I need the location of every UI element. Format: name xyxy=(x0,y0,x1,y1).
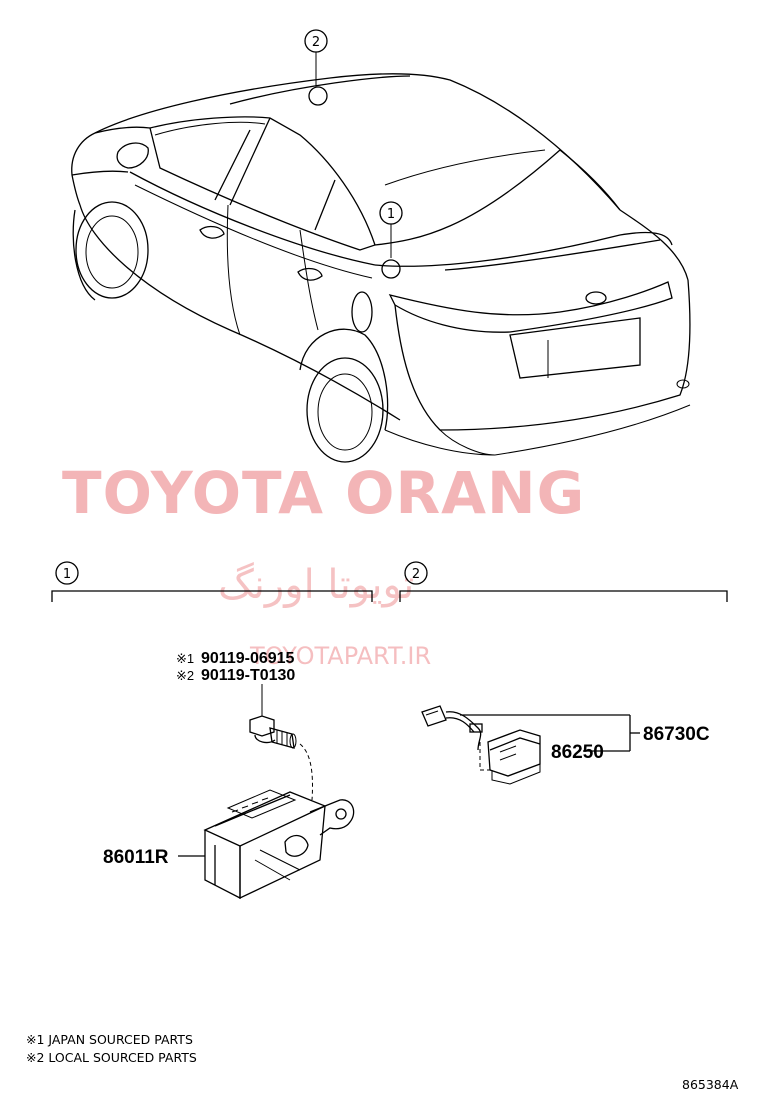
callout-marker-1: 1 xyxy=(379,201,403,279)
diagram-code: 865384A xyxy=(682,1077,739,1092)
callout-2-number: 2 xyxy=(312,35,320,50)
bolt-drawing xyxy=(249,715,313,801)
callout-1-number: 1 xyxy=(387,207,395,222)
wire-harness-drawing xyxy=(421,705,541,785)
watermark-site: TOYOTAPART.IR xyxy=(249,642,431,670)
antenna-amplifier-part-number: 86011R xyxy=(103,847,169,868)
note-local-sourced: ※2 LOCAL SOURCED PARTS xyxy=(26,1050,197,1065)
bolt-part-number-local: 90119-T0130 xyxy=(201,667,295,684)
japan-prefix: ※1 xyxy=(176,651,194,666)
section-2-number: 2 xyxy=(412,567,420,582)
section-1-header: 1 xyxy=(51,561,373,602)
callout-marker-2: 2 xyxy=(304,29,328,106)
bolt-part-labels: ※1 90119-06915 ※2 90119-T0130 xyxy=(176,650,295,716)
watermark-brand: TOYOTA ORANG xyxy=(62,459,585,527)
local-prefix: ※2 xyxy=(176,668,194,683)
antenna-amplifier-drawing xyxy=(203,789,355,900)
note-japan-sourced: ※1 JAPAN SOURCED PARTS xyxy=(26,1032,193,1047)
section-2-header: 2 xyxy=(399,561,728,602)
watermark-brand-persian: تویوتا اورنگ xyxy=(218,562,414,608)
section-1-number: 1 xyxy=(63,567,71,582)
assembly-part-number: 86730C xyxy=(643,724,710,745)
connector-part-number: 86250 xyxy=(551,742,604,763)
car-illustration xyxy=(71,73,691,463)
bolt-part-number-japan: 90119-06915 xyxy=(201,650,295,667)
